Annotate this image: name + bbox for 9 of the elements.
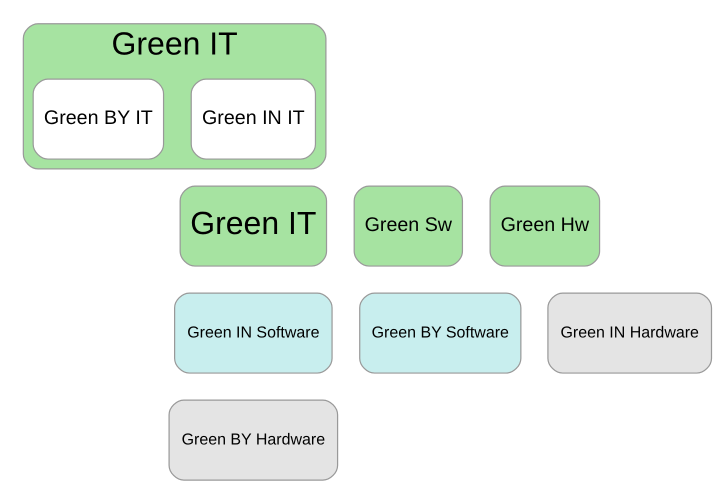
node-box: Green IN IT xyxy=(190,78,316,160)
node-box: Green IT xyxy=(180,186,328,267)
node-box: Green BY IT xyxy=(32,78,164,160)
node-box: Green Hw xyxy=(490,186,600,267)
node-box: Green IN Software xyxy=(174,292,333,374)
node-box: Green Sw xyxy=(354,186,464,267)
node-box: Green IN Hardware xyxy=(547,292,712,374)
node-box: Green BY Hardware xyxy=(168,400,338,481)
node-box: Green BY Software xyxy=(359,292,522,374)
